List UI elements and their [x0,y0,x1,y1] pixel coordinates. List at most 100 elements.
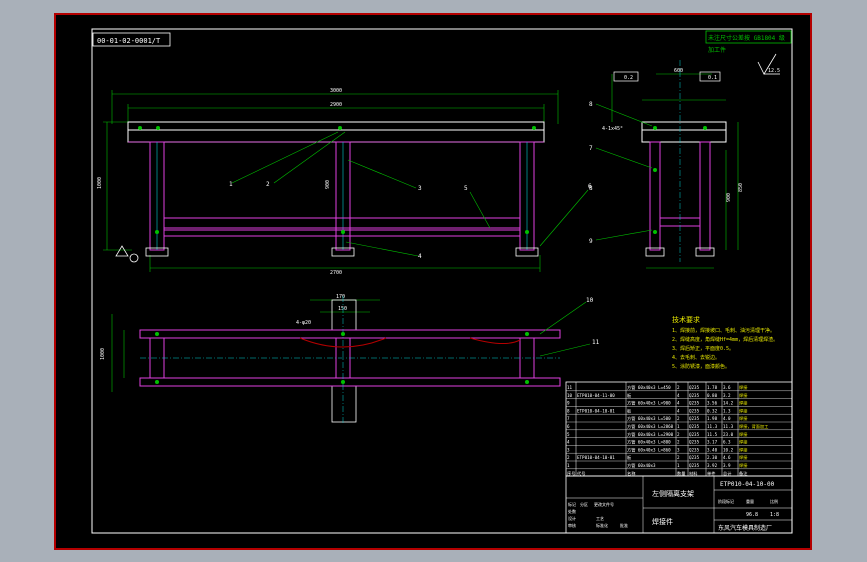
bom-cell: 3.17 [707,440,718,445]
bom-cell: 7 [567,416,570,421]
side-callout-7: 7 [589,145,593,152]
bom-cell: 方管 60x40x3 [627,462,656,469]
bom-header-cell: 材料 [689,470,698,477]
scale-value: 1:8 [770,512,779,518]
bom-cell: 焊接 [739,446,748,453]
bom-cell: 10 [567,393,573,398]
bom-cell: 3 [677,447,680,452]
bom-cell: 焊接 [739,384,748,391]
bom-cell: 8 [567,408,570,413]
bom-cell: 3.6 [723,385,731,390]
bom-cell: 板 [627,407,632,414]
side-callout-8b: 8 [589,185,593,192]
front-dim-inner: 2900 [330,102,342,108]
tech-req-item-1: 1、焊接前，焊接坡口、毛刺、油污清理干净。 [672,327,775,334]
tech-requirements: 技术要求 1、焊接前，焊接坡口、毛刺、油污清理干净。 2、焊缝高度，角焊缝Hf=… [672,315,778,370]
datum-a-symbol [115,245,139,263]
tb-label-process: 工艺 [596,516,604,521]
bom-cell: 焊接 [739,392,748,399]
drawing-sheet [54,13,812,550]
bom-cell: 3.40 [707,447,718,452]
top-view: 170 150 4-φ20 1000 10 11 [100,294,600,424]
tech-req-item-2: 2、焊缝高度，角焊缝Hf=4mm，焊后清理焊渣。 [672,336,778,343]
bom-cell: 方管 60x40x3 L=500 [627,415,671,422]
front-callout-1: 1 [229,181,233,188]
bom-cell: 3 [567,447,570,452]
bom-cell: 3.2 [723,393,731,398]
bom-cell: 11.3 [723,424,734,429]
stage-label: 阶段标记 [718,498,734,504]
bom-cell: 2 [677,385,680,390]
bom-cell: 焊接 [739,407,748,414]
tb-label-mark: 标记 [568,501,576,507]
tech-req-item-4: 4、去毛刺、去锐边。 [672,354,720,361]
bom-cell: 11.5 [707,432,718,437]
bom-header-cell: 备注 [739,470,748,477]
bom-cell: 焊接 [739,400,748,407]
bom-cell: Q235 [689,432,700,437]
bom-cell: Q235 [689,424,700,429]
top-dim-1000: 1000 [100,348,106,360]
bom-cell: 4 [677,401,680,406]
weight-label: 重量 [746,498,754,504]
bom-cell: 方管 60x40x3 L=2860 [627,423,674,430]
bom-cell: 1 [677,463,680,468]
bom-cell: 2 [677,440,680,445]
part-name: 左侧隔离支架 [652,489,694,498]
bom-cell: 板 [627,454,632,461]
bom-cell: Q235 [689,447,700,452]
bom-cell: 方管 60x40x3 L=450 [627,384,671,391]
bom-cell: ETP010-04-11-00 [577,393,615,398]
bom-cell: 4.0 [723,416,731,421]
weight-value: 96.8 [746,512,758,518]
bom-cell: Q235 [689,455,700,460]
bom-cell: 1 [677,424,680,429]
bom-cell: 2 [677,432,680,437]
bom-header-cell: 数量 [677,470,685,477]
bom-cell: Q235 [689,401,700,406]
side-callout-8a: 8 [589,101,593,108]
front-view: 3000 2900 1000 2700 900 [97,88,592,276]
tb-label-zone: 分区 [580,501,588,507]
bom-header-cell: 单件 [707,470,715,477]
front-dim-bottom: 2700 [330,270,342,276]
front-callout-2: 2 [266,181,270,188]
side-chamfer: 4-1x45° [602,126,623,132]
bom-cell: ETP010-04-10-01 [577,455,615,460]
top-callout-11: 11 [592,339,600,346]
front-callout-4: 4 [418,253,422,260]
bom-cell: 1.98 [707,416,718,421]
tb-label-review: 审核 [568,522,576,528]
side-callout-9: 9 [589,238,593,245]
tech-note-box: 未注尺寸公差按 GB1804 级 加工件 [705,30,792,54]
bom-cell: 焊接，背面加工 [739,423,768,430]
front-callout-6: 6 [588,183,592,190]
side-dim-width: 600 [674,68,683,74]
bom-header-cell: 总计 [723,470,731,477]
tech-req-item-3: 3、焊后矫正，平面度0.5。 [672,345,734,352]
svg-text:12.5: 12.5 [768,68,780,74]
tech-req-item-5: 5、涂防锈漆，面漆颜色。 [672,363,730,370]
bom-cell: Q235 [689,463,700,468]
top-dim-150: 150 [338,306,347,312]
front-dim-leg: 900 [325,180,331,189]
front-callout-3: 3 [418,185,422,192]
bom-cell: 方管 60x40x3 L=2900 [627,431,674,438]
bom-cell: Q235 [689,416,700,421]
bom-cell: Q235 [689,440,700,445]
bom-cell: Q235 [689,393,700,398]
bom-cell: 11.3 [707,424,718,429]
bom-cell: Q235 [689,385,700,390]
bom-cell: 5 [567,432,570,437]
bom-cell: 方管 60x40x3 L=800 [627,439,671,446]
bom-cell: ETP010-04-10-01 [577,408,615,413]
side-dim-height-a: 850 [738,183,744,192]
bom-cell: 0.80 [707,393,718,398]
bom-header-cell: 序号 [567,470,575,477]
bom-cell: 6.3 [723,440,731,445]
bom-cell: 14.2 [723,401,734,406]
tech-note-title: 未注尺寸公差按 GB1804 级 [708,34,785,42]
side-tol-1: 0.2 [624,75,633,81]
bom-cell: 3.92 [707,463,718,468]
front-dim-height: 1000 [97,177,103,189]
